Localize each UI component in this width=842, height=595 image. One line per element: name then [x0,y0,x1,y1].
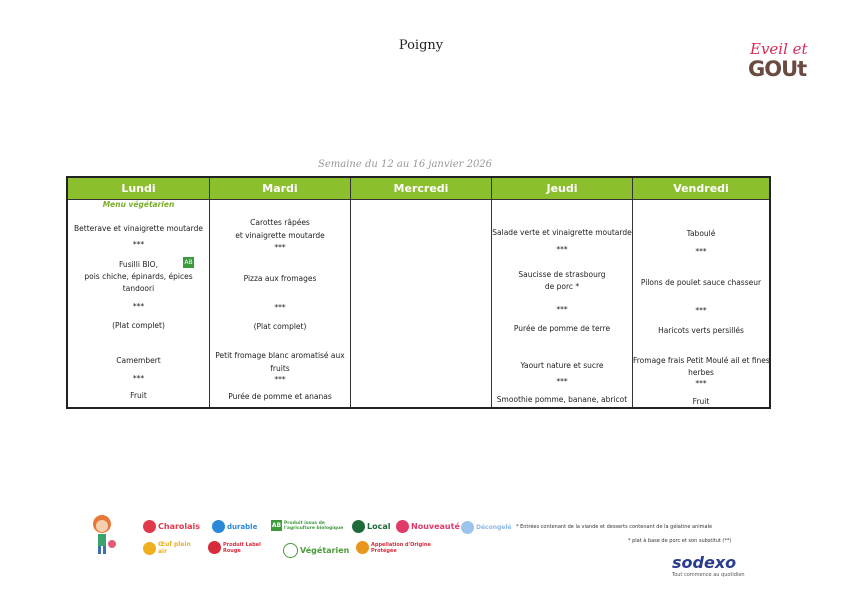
dish: Fromage frais Petit Moulé ail et fines [633,356,770,365]
header-mardi: Mardi [210,178,350,200]
dish: fruits [270,364,290,373]
dish: Carottes râpées [250,218,310,227]
dish-note: (Plat complet) [253,322,307,331]
leaf-icon [283,543,298,558]
local-icon [352,520,365,533]
dish-note: (Plat complet) [112,321,165,330]
separator: *** [274,375,286,384]
note-gelatine: * Entrées contenant de la viande et dess… [516,524,713,530]
dish: Fusilli BIO, [119,260,158,269]
column-lundi: Lundi Menu végétarien Betterave et vinai… [68,178,210,407]
logo-line1: Eveil et [750,40,808,58]
dish: et vinaigrette moutarde [235,231,325,240]
legend-label: Appellation d'Origine Protégée [371,541,431,554]
week-label: Semaine du 12 au 16 janvier 2026 [318,159,493,170]
header-vendredi: Vendredi [633,178,769,200]
legend-nouveaute: Nouveauté [396,520,460,533]
bio-icon: AB [183,257,194,268]
separator: *** [274,303,286,312]
legend-label: Décongelé [476,524,512,531]
dish: tandoori [122,284,155,293]
dish: Salade verte et vinaigrette moutarde [492,228,632,237]
dish: Fruit [692,397,710,406]
mascot-illustration [93,515,116,554]
dish: Smoothie pomme, banane, abricot [496,395,628,404]
legend-label-rouge: Produit Label Rouge [208,541,270,554]
separator: *** [132,302,145,311]
column-vendredi: Vendredi Taboulé *** Pilons de poulet sa… [633,178,770,407]
separator: *** [132,374,145,383]
legend-local: Local [352,520,390,533]
header-jeudi: Jeudi [492,178,632,200]
legend-label: Local [367,522,391,531]
separator: *** [556,377,568,386]
dish: Yaourt nature et sucre [520,361,604,370]
dish: Camembert [116,356,161,365]
dish: Purée de pomme de terre [513,324,611,333]
separator: *** [556,305,568,314]
dish: Pizza aux fromages [243,274,317,283]
legend-aop: Appellation d'Origine Protégée [356,541,436,554]
separator: *** [132,240,145,249]
sodexo-logo: sodexo [672,553,737,572]
dish: Petit fromage blanc aromatisé aux [215,351,345,360]
snowflake-icon [461,521,474,534]
legend-label: Œuf plein air [158,541,191,555]
legend-label: Charolais [158,522,201,531]
dish: herbes [688,368,714,377]
dish: pois chiche, épinards, épices [84,272,193,281]
fish-icon [212,520,225,533]
bio-icon: AB [271,520,282,531]
sodexo-tagline: Tout commence au quotidien [672,572,745,578]
page-title: Poigny [398,38,444,53]
aop-icon [356,541,369,554]
separator: *** [556,245,568,254]
separator: *** [695,306,707,315]
column-mardi: Mardi Carottes râpées et vinaigrette mou… [210,178,351,407]
legend-label: Végétarien [300,546,350,555]
dish: Pilons de poulet sauce chasseur [640,278,762,287]
legend-label: Nouveauté [411,522,460,531]
separator: *** [695,379,707,388]
legend-charolais: Charolais [143,520,200,533]
dish: Purée de pomme et ananas [228,392,332,401]
note-porc: * plat à base de porc et son substitut (… [628,538,732,544]
egg-icon [143,541,156,555]
new-icon [396,520,409,533]
legend-label: Produit issus de l'agriculture biologiqu… [284,520,344,531]
dish: de porc * [544,282,580,291]
menu-table: Lundi Menu végétarien Betterave et vinai… [66,176,771,409]
eveil-et-gout-logo: Eveil et GOUt [748,40,810,90]
separator: *** [695,247,707,256]
legend-label: Produit Label Rouge [223,541,261,554]
menu-vegetarien-label: Menu végétarien [102,200,175,209]
separator: *** [274,243,286,252]
label-rouge-icon [208,541,221,554]
legend-peche-durable: durable [212,520,257,533]
charolais-icon [143,520,156,533]
dish: Saucisse de strasbourg [518,270,606,279]
legend-decongele: Décongelé [461,521,512,534]
legend-label: durable [227,522,258,531]
legend-oeuf: Œuf plein air [143,541,193,555]
column-mercredi: Mercredi [351,178,492,407]
column-jeudi: Jeudi Salade verte et vinaigrette moutar… [492,178,633,407]
header-mercredi: Mercredi [351,178,491,200]
dish: Fruit [130,391,147,400]
dish: Taboulé [686,229,716,238]
dish: Betterave et vinaigrette moutarde [74,224,203,233]
dish: Haricots verts persillés [658,326,744,335]
header-lundi: Lundi [68,178,209,200]
legend-vegetarien: Végétarien [283,543,349,558]
logo-line2: GOUt [748,57,807,81]
